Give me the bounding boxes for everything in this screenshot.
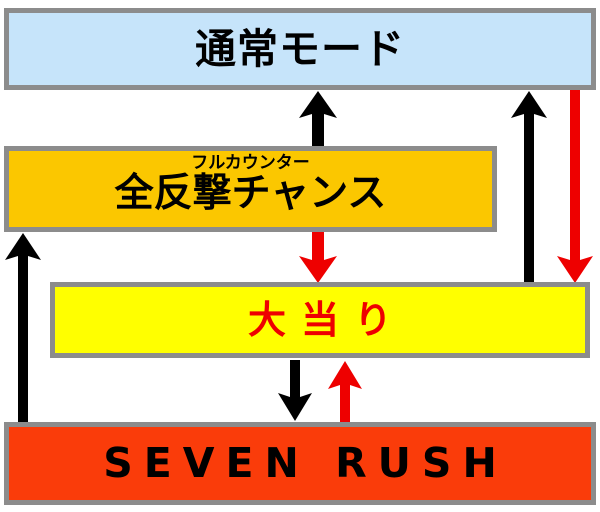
node-normal-mode: 通常モード	[4, 8, 596, 90]
node-full-counter-ruby: フルカウンター	[191, 153, 310, 173]
node-jackpot: 大当り	[50, 282, 590, 358]
arrow-counter-to-normal	[296, 90, 340, 148]
node-normal-mode-label: 通常モード	[195, 24, 405, 73]
arrow-rush-to-counter	[2, 232, 44, 424]
arrow-counter-to-jackpot	[296, 230, 340, 284]
node-seven-rush-label: SEVEN RUSH	[103, 439, 508, 487]
arrow-rush-to-jackpot	[325, 360, 365, 422]
arrow-normal-to-jackpot	[554, 90, 596, 284]
node-full-counter-chance-label: 全反撃チャンス	[114, 170, 387, 216]
node-seven-rush: SEVEN RUSH	[4, 422, 596, 505]
node-full-counter-chance: フルカウンター 全反撃チャンス	[4, 146, 497, 232]
node-jackpot-label: 大当り	[247, 298, 407, 342]
arrow-jackpot-to-normal	[508, 90, 550, 284]
arrow-jackpot-to-rush	[275, 360, 315, 422]
